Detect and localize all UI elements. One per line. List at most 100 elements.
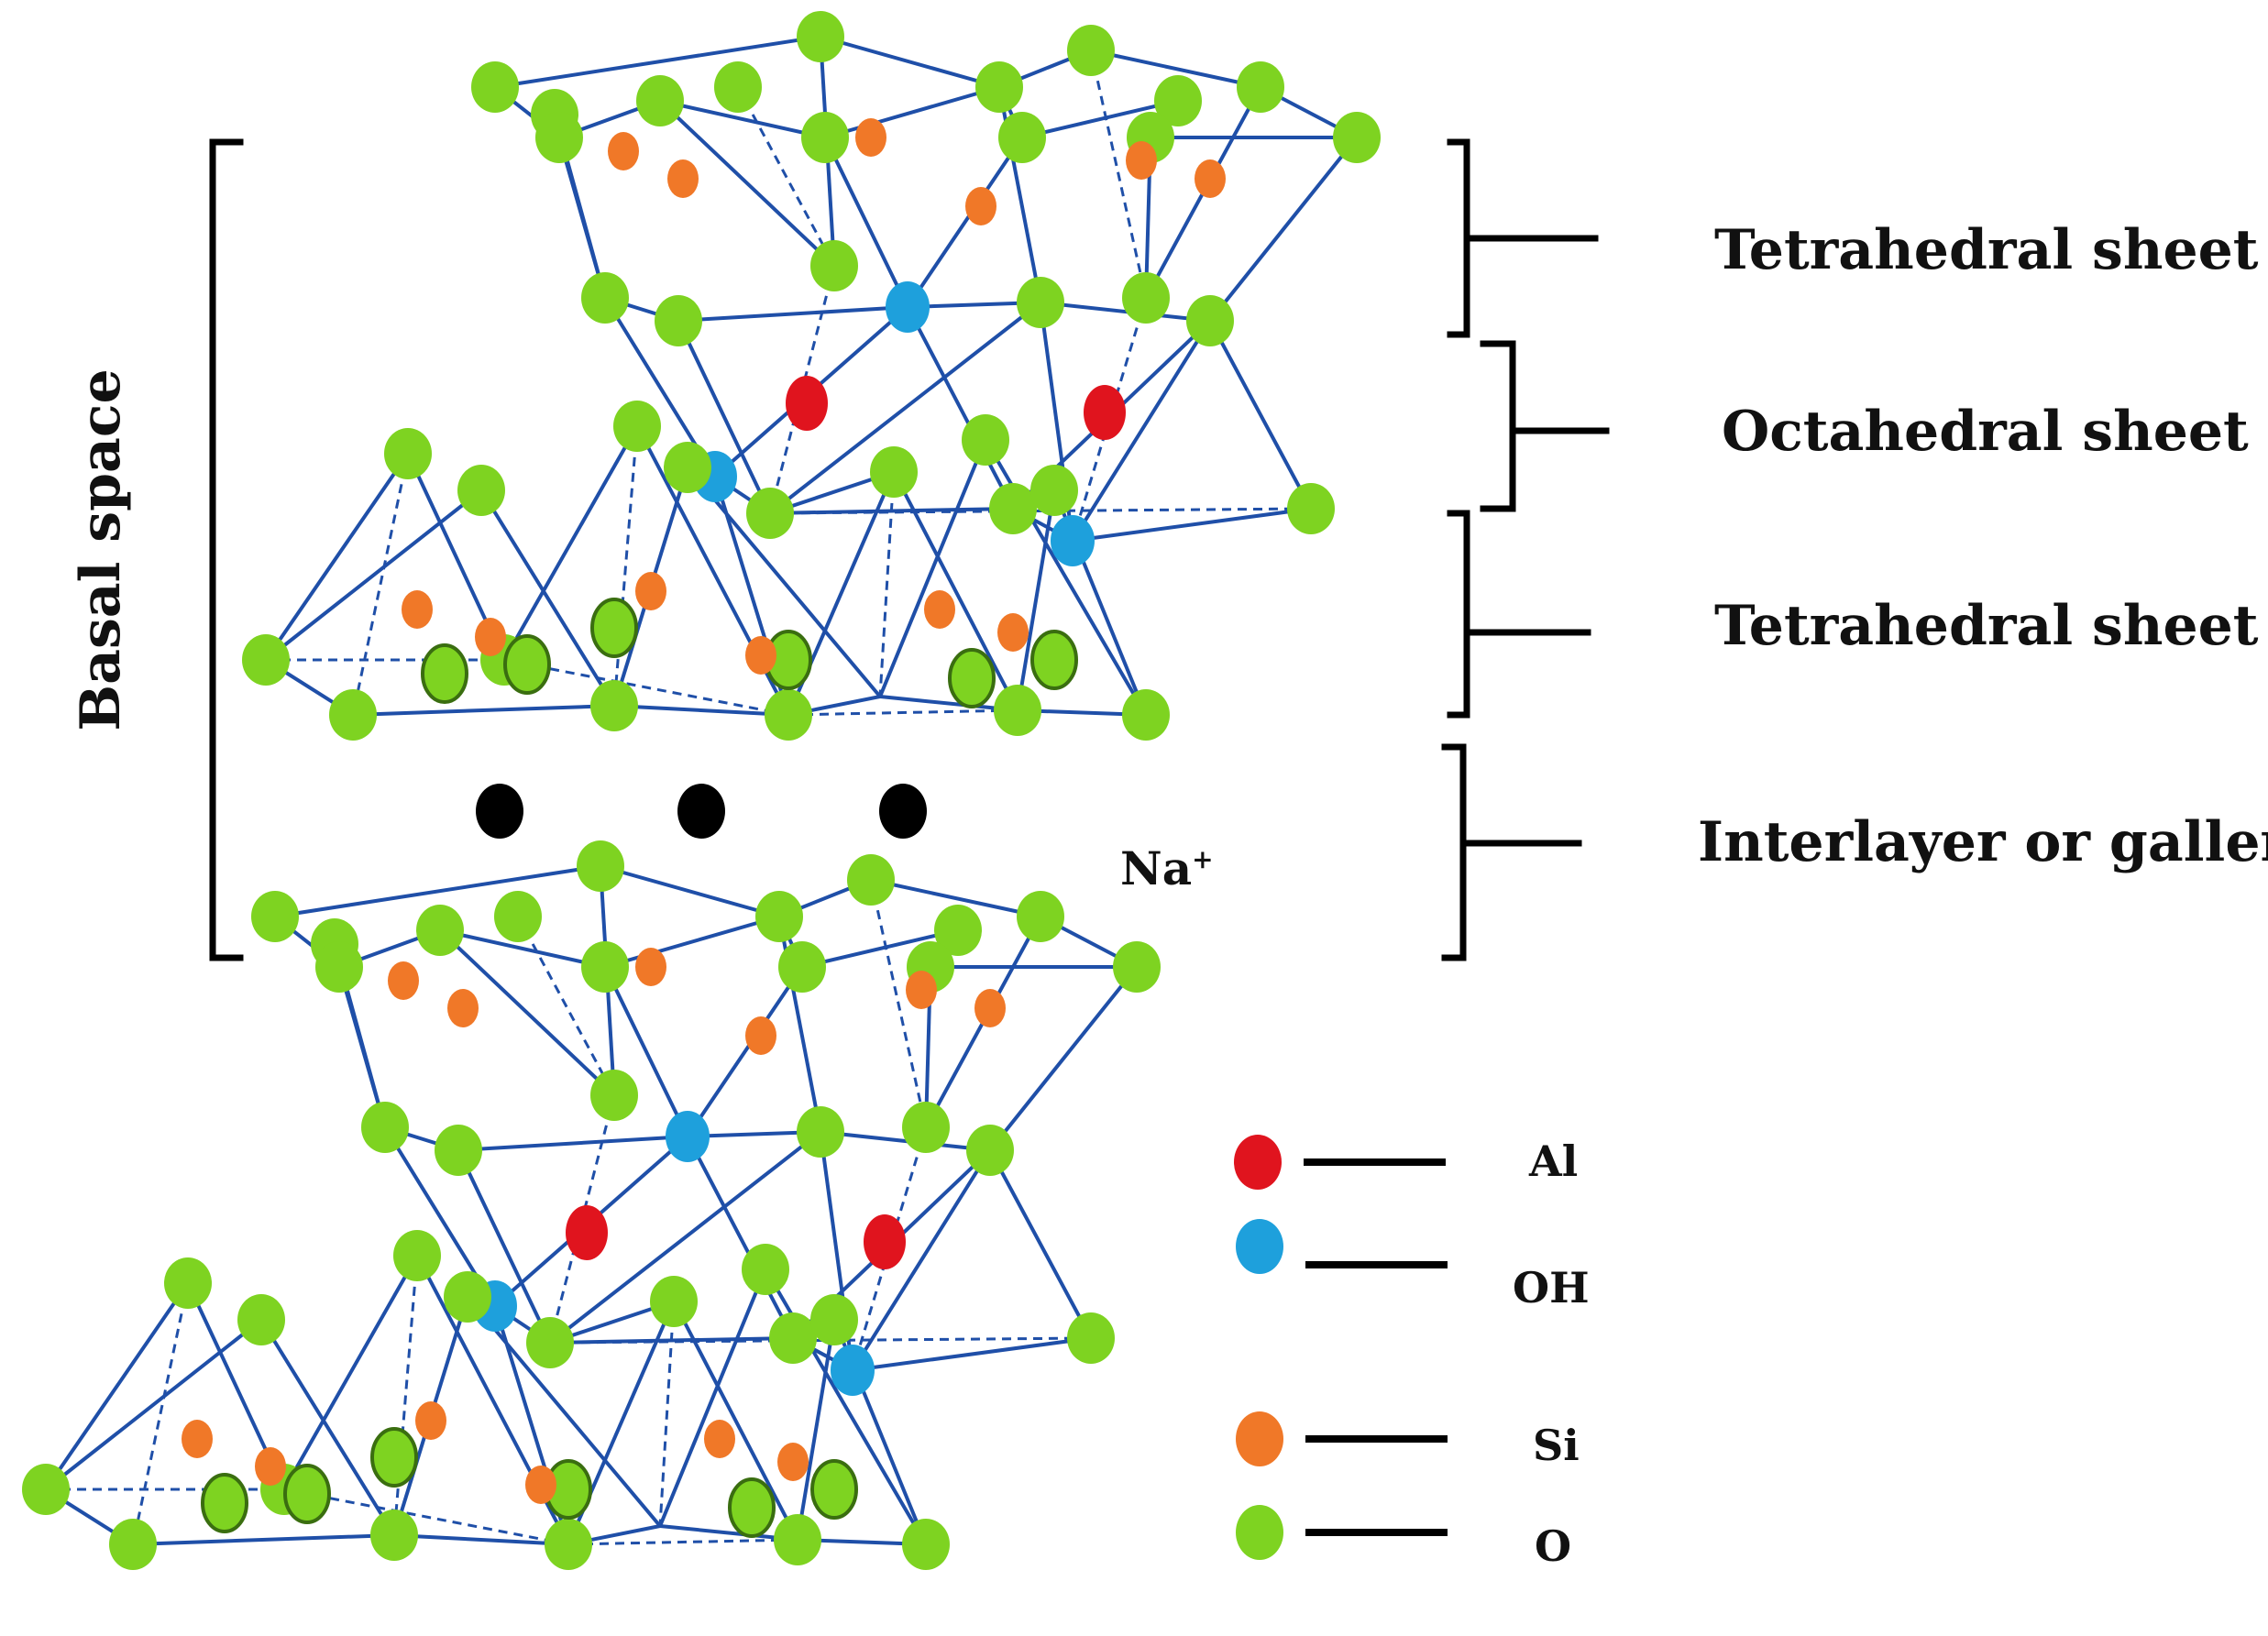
bond-line xyxy=(613,704,789,717)
bond-line xyxy=(1090,49,1261,89)
sodium-ion xyxy=(677,784,725,839)
bond-line xyxy=(988,1149,1093,1339)
bond-line xyxy=(852,1336,1092,1372)
bond-line xyxy=(393,1533,569,1546)
bond-line xyxy=(906,137,1024,308)
oxygen-atom xyxy=(370,1427,418,1488)
bond-line xyxy=(686,1136,795,1339)
tetrahedral-sheet-bottom-label: Tetrahedral sheet xyxy=(1714,594,2259,658)
oxygen-atom xyxy=(994,685,1041,736)
bond-line xyxy=(439,928,606,969)
bond-line xyxy=(1071,319,1212,543)
oxygen-atom xyxy=(164,1257,212,1309)
oxygen-atom xyxy=(975,61,1023,113)
oxygen-atom xyxy=(1154,75,1202,126)
bond-line xyxy=(466,1295,662,1528)
bond-line xyxy=(851,1148,992,1372)
bond-line xyxy=(516,916,616,1096)
silicon-atom xyxy=(997,613,1029,652)
bond-line xyxy=(1040,301,1211,323)
oxygen-atom xyxy=(416,905,464,956)
silicon-atom xyxy=(974,989,1006,1027)
oxygen-atom xyxy=(755,891,803,942)
bond-line xyxy=(1016,489,1056,711)
bond-line xyxy=(824,85,1000,139)
bond-line xyxy=(600,864,780,918)
bond-line xyxy=(686,466,882,698)
aluminum-atom xyxy=(1084,385,1126,440)
bond-line xyxy=(658,99,836,268)
oxygen-atom xyxy=(847,854,895,906)
bond-line xyxy=(677,320,772,514)
silicon-atom xyxy=(906,971,937,1009)
oxygen-atom xyxy=(435,1125,482,1176)
bond-line xyxy=(274,864,601,918)
aluminum-atom xyxy=(566,1205,608,1260)
legend-swatch-o xyxy=(1236,1505,1283,1560)
oxygen-atom xyxy=(201,1473,248,1533)
oxygen-atom xyxy=(774,1514,821,1565)
tetrahedral-top-bracket xyxy=(1447,138,1599,338)
bond-line xyxy=(44,1318,263,1491)
bond-line xyxy=(1021,99,1179,139)
legend-label-oh: OH xyxy=(1513,1263,1590,1312)
bond-line xyxy=(878,471,896,697)
silicon-atom xyxy=(182,1420,213,1458)
oxygen-atom xyxy=(329,689,377,741)
bond-line xyxy=(768,301,1042,515)
oxygen-atom xyxy=(283,1464,331,1524)
silicon-atom xyxy=(255,1447,286,1486)
oxygen-atom xyxy=(742,1244,789,1295)
oxygen-atom xyxy=(1113,941,1161,993)
bond-line xyxy=(604,915,780,969)
oxygen-atom xyxy=(1122,272,1170,324)
sodium-ion xyxy=(879,784,927,839)
oxygen-atom xyxy=(444,1271,491,1323)
legend-swatch-oh xyxy=(1236,1219,1283,1274)
oxygen-atom xyxy=(655,295,702,346)
tetrahedral-sheet-top-label: Tetrahedral sheet xyxy=(1714,218,2259,282)
oxygen-atom xyxy=(1067,25,1115,76)
oxygen-atom xyxy=(902,1102,950,1153)
interlayer-bracket xyxy=(1441,743,1582,961)
bond-line xyxy=(548,1130,822,1345)
silicon-atom xyxy=(415,1401,446,1440)
silicon-atom xyxy=(388,961,419,1000)
oxygen-atom xyxy=(535,112,583,163)
oxygen-atom xyxy=(384,428,432,479)
silicon-atom xyxy=(525,1466,556,1504)
oxygen-atom xyxy=(769,1312,817,1364)
oxygen-atom xyxy=(650,1276,698,1327)
legend-marks xyxy=(1234,1135,1448,1560)
oxygen-atom xyxy=(1017,891,1064,942)
atoms xyxy=(22,11,1381,1570)
bond-line xyxy=(351,453,410,716)
bond-line xyxy=(457,1135,688,1152)
ion-charge: + xyxy=(1192,844,1214,875)
oxygen-atom xyxy=(315,941,363,993)
oxygen-atom xyxy=(1030,630,1078,690)
sodium-ion-label: Na+ xyxy=(1120,841,1214,895)
bond-line xyxy=(259,1318,396,1537)
bond-line xyxy=(438,928,616,1097)
hydroxyl-group xyxy=(1051,515,1095,566)
oxygen-atom xyxy=(966,1125,1014,1176)
oxygen-atom xyxy=(636,75,684,126)
bond-line xyxy=(131,1282,190,1545)
bond-line xyxy=(392,1255,419,1536)
oxygen-atom xyxy=(393,1230,441,1281)
silicon-atom xyxy=(777,1443,809,1481)
oxygen-atom xyxy=(765,689,812,741)
bond-line xyxy=(801,928,959,969)
oxygen-atom xyxy=(797,11,844,62)
silicon-atom xyxy=(745,636,776,675)
bond-line xyxy=(677,305,908,323)
oxygen-atom xyxy=(1017,277,1064,328)
octahedral-sheet-label: Octahedral sheet xyxy=(1722,400,2249,464)
oxygen-atom xyxy=(728,1477,776,1538)
oxygen-atom xyxy=(1186,295,1234,346)
silicon-atom xyxy=(667,159,699,198)
oxygen-atom xyxy=(998,112,1046,163)
silicon-atom xyxy=(475,618,506,656)
